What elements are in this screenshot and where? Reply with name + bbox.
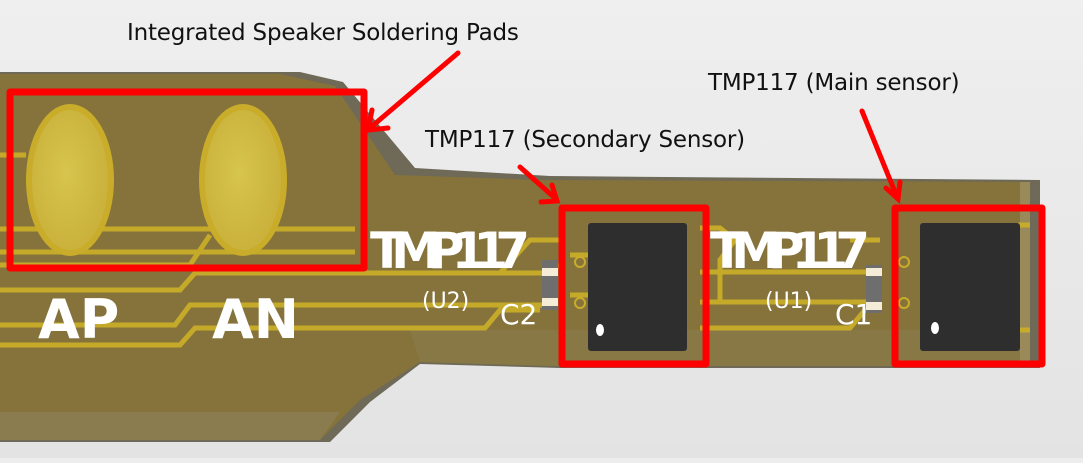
highlight-secondary-sensor <box>558 204 710 368</box>
highlight-main-sensor <box>891 204 1046 368</box>
callout-speaker-pads: Integrated Speaker Soldering Pads <box>127 20 519 46</box>
pad-label-an: AN <box>212 288 299 351</box>
u1-part-label: TMP117 <box>710 222 870 280</box>
arrow-secondary-icon <box>517 164 561 205</box>
u2-part-label: TMP117 <box>370 222 530 280</box>
highlights <box>6 88 1046 368</box>
arrow-speaker-icon <box>364 50 461 133</box>
capacitor-c2 <box>542 260 558 310</box>
u2-ref-label: (U2) <box>422 289 469 314</box>
c2-ref-label: C2 <box>500 298 537 331</box>
capacitor-c1 <box>866 265 882 313</box>
u1-ref-label: (U1) <box>765 289 812 314</box>
callout-secondary-sensor: TMP117 (Secondary Sensor) <box>425 127 745 153</box>
speaker-pad-an <box>199 104 287 256</box>
ic-u1-tmp117 <box>898 223 1020 351</box>
speaker-pad-ap <box>26 104 114 256</box>
arrows <box>364 50 903 205</box>
highlight-speaker-pads <box>6 88 368 272</box>
silkscreen: AP AN TMP117 (U2) C2 TMP117 (U1) C1 <box>38 222 872 351</box>
ic-u2-tmp117 <box>574 223 687 351</box>
callout-main-sensor: TMP117 (Main sensor) <box>708 70 960 96</box>
pad-label-ap: AP <box>38 288 119 351</box>
arrow-main-icon <box>859 108 903 205</box>
